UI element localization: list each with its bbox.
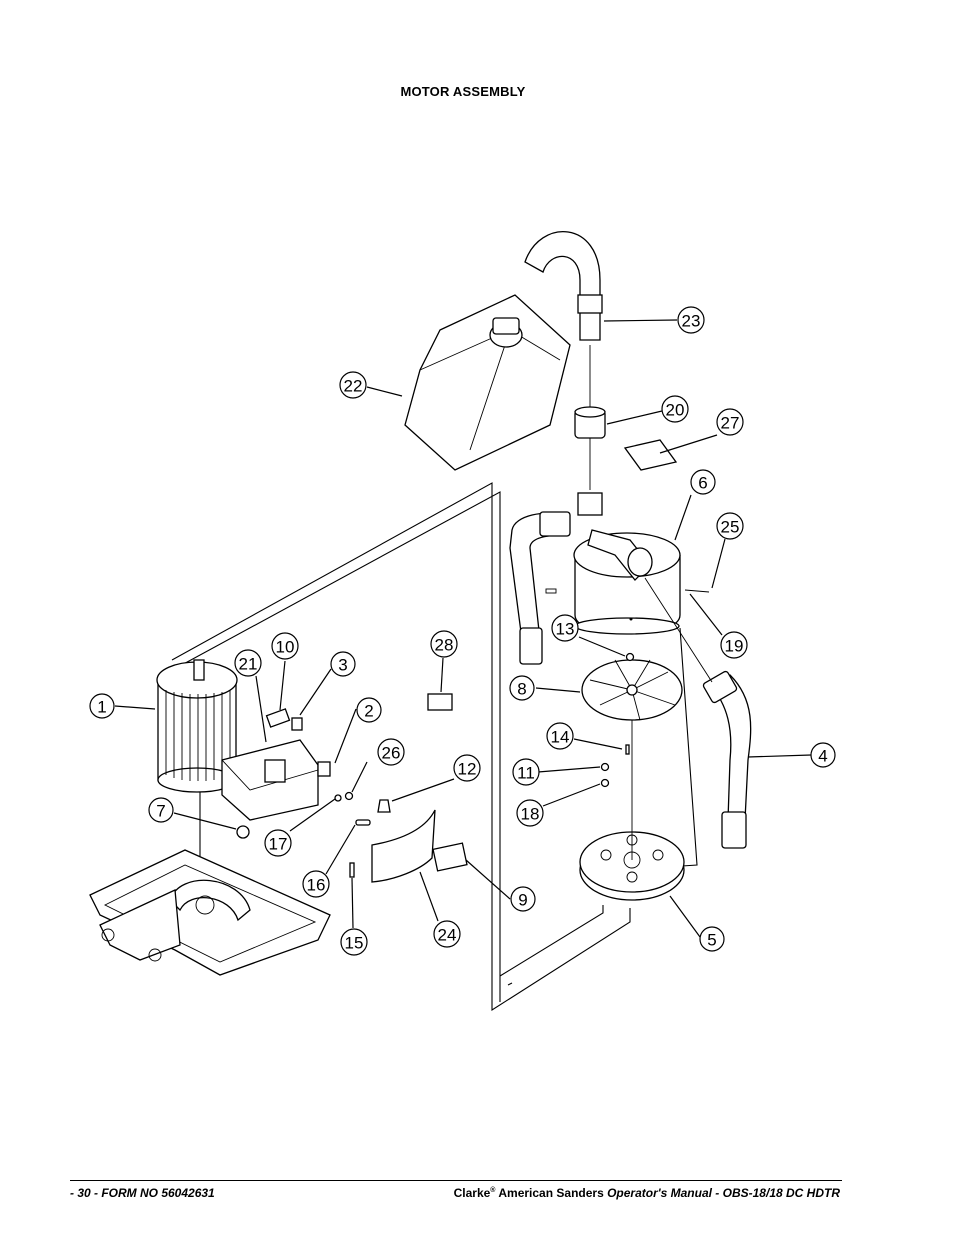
svg-text:14: 14 [551,728,570,747]
svg-text:28: 28 [435,636,454,655]
callout-22: 22 [339,371,367,399]
callout-5: 5 [699,926,725,952]
svg-text:18: 18 [521,805,540,824]
svg-text:5: 5 [707,931,716,950]
decal-10 [265,708,291,728]
decal-9 [432,842,468,872]
impeller-fan [581,659,683,721]
footer-rule [70,1180,842,1181]
svg-text:24: 24 [438,926,457,945]
screw-16 [355,819,371,826]
screw-19 [545,588,557,594]
svg-text:12: 12 [458,760,477,779]
svg-text:21: 21 [239,655,258,674]
callout-11: 11 [512,758,540,786]
svg-text:25: 25 [721,518,740,537]
svg-text:13: 13 [556,620,575,639]
upper-hose [524,231,603,341]
svg-text:22: 22 [344,377,363,396]
callout-13: 13 [551,614,579,642]
callout-7: 7 [148,797,174,823]
motor-bracket [221,739,319,821]
svg-text:20: 20 [666,401,685,420]
washer-18 [600,778,610,788]
blower-housing [573,492,681,635]
grommet-7 [236,825,250,839]
svg-text:2: 2 [364,702,373,721]
footer-manual-title: Clarke® American Sanders Operator's Manu… [454,1186,840,1200]
nut-13 [625,652,635,662]
screw-15 [349,862,355,878]
callout-20: 20 [661,395,689,423]
machine-base-frame [89,849,331,976]
callout-27: 27 [716,408,744,436]
svg-text:16: 16 [307,876,326,895]
callout-6: 6 [690,469,716,495]
cap-12 [377,799,391,813]
wire-harness [171,482,698,1012]
cover-24 [371,809,436,883]
page-title: MOTOR ASSEMBLY [400,84,526,99]
washer-17 [334,794,342,802]
callout-25: 25 [716,512,744,540]
switch-2 [317,761,331,777]
callout-26: 26 [377,738,405,766]
svg-text:6: 6 [698,474,707,493]
callout-3: 3 [330,651,356,677]
svg-text:19: 19 [725,637,744,656]
key-14 [625,744,630,755]
callout-2: 2 [356,697,382,723]
nut-26 [344,791,354,801]
svg-text:15: 15 [345,934,364,953]
svg-text:1: 1 [97,698,106,717]
footer-form-number: - 30 - FORM NO 56042631 [70,1186,215,1200]
callout-23: 23 [677,306,705,334]
fan-base-plate [579,831,685,901]
hose-coupler [574,406,606,439]
switch-3 [291,717,303,731]
decal-28 [427,693,453,711]
leader-lines [114,319,812,938]
filter-housing [404,294,571,471]
callout-24: 24 [433,920,461,948]
svg-text:4: 4 [818,747,827,766]
footer-manual: Operator's Manual - OBS-18/18 DC HDTR [607,1186,840,1200]
callout-14: 14 [546,722,574,750]
callout-4: 4 [810,742,836,768]
callout-19: 19 [720,631,748,659]
svg-text:27: 27 [721,414,740,433]
footer-company: American Sanders [498,1186,604,1200]
callout-21: 21 [234,649,262,677]
svg-text:17: 17 [269,835,288,854]
callout-16: 16 [302,870,330,898]
callout-1: 1 [89,693,115,719]
svg-text:7: 7 [156,802,165,821]
callout-8: 8 [509,675,535,701]
footer-brand: Clarke [453,1186,491,1200]
washer-11 [600,762,610,772]
svg-text:11: 11 [517,764,535,783]
registered-mark: ® [490,1187,496,1194]
callout-12: 12 [453,754,481,782]
decal-27 [623,439,678,471]
motor [156,659,238,793]
svg-text:8: 8 [517,680,526,699]
svg-text:3: 3 [338,656,347,675]
right-hose [702,670,752,849]
callout-10: 10 [271,632,299,660]
svg-text:9: 9 [518,891,527,910]
left-hose [509,511,571,665]
callout-17: 17 [264,829,292,857]
svg-text:26: 26 [382,744,401,763]
callout-28: 28 [430,630,458,658]
svg-text:23: 23 [682,312,701,331]
callout-18: 18 [516,799,544,827]
callout-9: 9 [510,886,536,912]
callout-15: 15 [340,928,368,956]
screw-25 [684,589,710,593]
svg-text:10: 10 [276,638,295,657]
